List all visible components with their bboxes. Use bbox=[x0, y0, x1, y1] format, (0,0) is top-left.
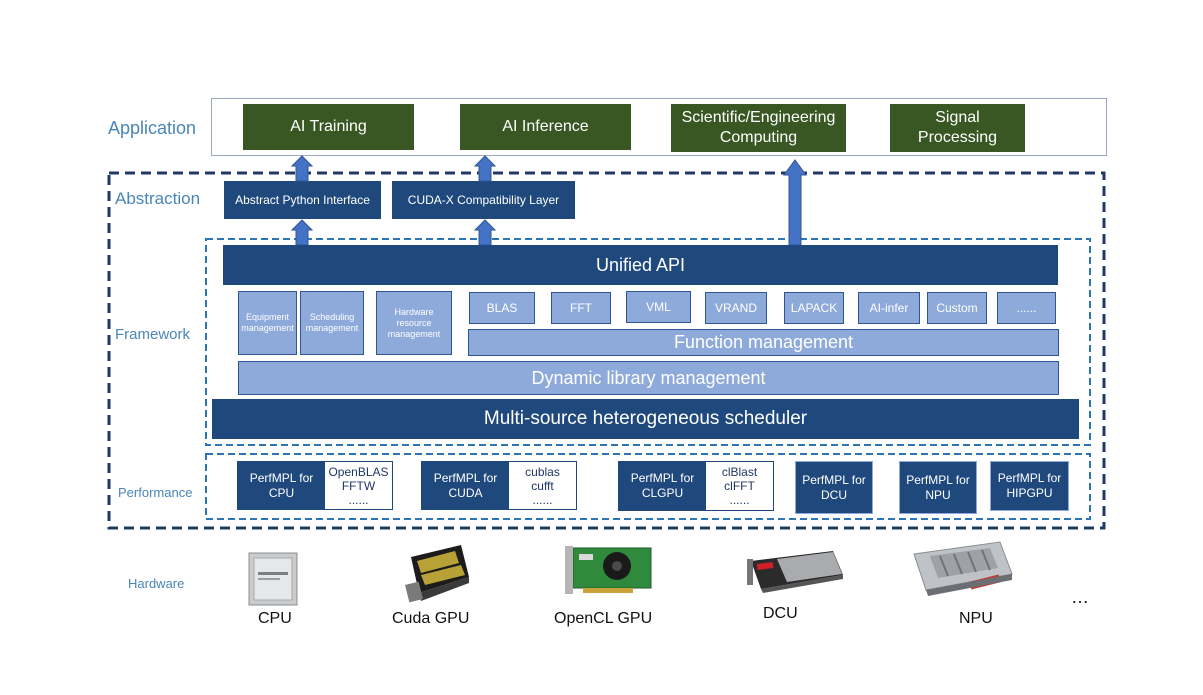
multi-source-heterogeneous-scheduler-bar: Multi-source heterogeneous scheduler bbox=[212, 399, 1079, 439]
perf-module-cuda-name: PerfMPL for CUDA bbox=[422, 462, 509, 509]
abstract-python-interface: Abstract Python Interface bbox=[224, 181, 381, 219]
function-vml: VML bbox=[626, 291, 691, 323]
perf-module-cuda: PerfMPL for CUDA cublas cufft ...... bbox=[421, 461, 577, 510]
function-blas: BLAS bbox=[469, 292, 535, 324]
layer-label-abstraction: Abstraction bbox=[115, 189, 201, 208]
perf-module-clgpu-name: PerfMPL for CLGPU bbox=[619, 462, 706, 510]
hardware-more-ellipsis: … bbox=[1071, 587, 1089, 607]
cpu-chip-icon bbox=[248, 552, 298, 606]
arrow-python-to-ai-training bbox=[290, 155, 314, 182]
perf-module-dcu: PerfMPL for DCU bbox=[795, 461, 873, 514]
function-lapack: LAPACK bbox=[784, 292, 844, 324]
function-management-bar: Function management bbox=[468, 329, 1059, 356]
perf-module-cpu: PerfMPL for CPU OpenBLAS FFTW ...... bbox=[237, 461, 393, 510]
arrow-cudax-to-ai-inference bbox=[473, 155, 497, 182]
unified-api-bar: Unified API bbox=[223, 245, 1058, 285]
layer-label-framework: Framework bbox=[115, 326, 191, 343]
perf-module-cpu-name: PerfMPL for CPU bbox=[238, 462, 325, 509]
performance-dashed-frame bbox=[205, 453, 1091, 520]
app-scientific-engineering-computing: Scientific/Engineering Computing bbox=[671, 104, 846, 152]
layer-label-hardware: Hardware bbox=[128, 576, 185, 591]
hardware-label-npu: NPU bbox=[959, 610, 993, 627]
perf-module-npu: PerfMPL for NPU bbox=[899, 461, 977, 514]
hardware-label-dcu: DCU bbox=[763, 605, 798, 622]
arrow-api-to-cudax bbox=[473, 219, 497, 246]
app-ai-training: AI Training bbox=[243, 104, 414, 150]
hardware-resource-management-box: Hardware resource management bbox=[376, 291, 452, 355]
app-signal-processing: Signal Processing bbox=[890, 104, 1025, 152]
function-fft: FFT bbox=[551, 292, 611, 324]
layer-label-application: Application bbox=[108, 118, 197, 138]
function-ai-infer: AI-infer bbox=[858, 292, 920, 324]
npu-card-icon bbox=[913, 541, 1013, 596]
hardware-label-opencl-gpu: OpenCL GPU bbox=[554, 610, 653, 627]
layer-label-performance: Performance bbox=[118, 485, 193, 500]
function-more: ...... bbox=[997, 292, 1056, 324]
perf-module-cpu-libs: OpenBLAS FFTW ...... bbox=[328, 464, 389, 507]
perf-module-cuda-libs: cublas cufft ...... bbox=[525, 464, 560, 507]
outer-dashed-frame bbox=[107, 171, 1106, 530]
function-custom: Custom bbox=[927, 292, 987, 324]
perf-module-hipgpu: PerfMPL for HIPGPU bbox=[990, 461, 1069, 511]
cuda-gpu-card-icon bbox=[405, 545, 469, 603]
app-ai-inference: AI Inference bbox=[460, 104, 631, 150]
perf-module-clgpu: PerfMPL for CLGPU clBlast clFFT ...... bbox=[618, 461, 774, 511]
scheduling-management-box: Scheduling management bbox=[300, 291, 364, 355]
framework-dashed-frame bbox=[205, 238, 1091, 446]
arrow-api-to-python-interface bbox=[290, 219, 314, 246]
dynamic-library-management-bar: Dynamic library management bbox=[238, 361, 1059, 395]
dcu-card-icon bbox=[747, 551, 843, 593]
hardware-label-cuda-gpu: Cuda GPU bbox=[392, 610, 470, 627]
opencl-gpu-card-icon bbox=[565, 546, 652, 594]
function-vrand: VRAND bbox=[705, 292, 767, 324]
perf-module-clgpu-libs: clBlast clFFT ...... bbox=[721, 465, 758, 507]
hardware-label-cpu: CPU bbox=[258, 610, 292, 627]
equipment-management-box: Equipment management bbox=[238, 291, 297, 355]
arrow-api-to-scientific-computing bbox=[783, 159, 807, 246]
cuda-x-compatibility-layer: CUDA-X Compatibility Layer bbox=[392, 181, 575, 219]
